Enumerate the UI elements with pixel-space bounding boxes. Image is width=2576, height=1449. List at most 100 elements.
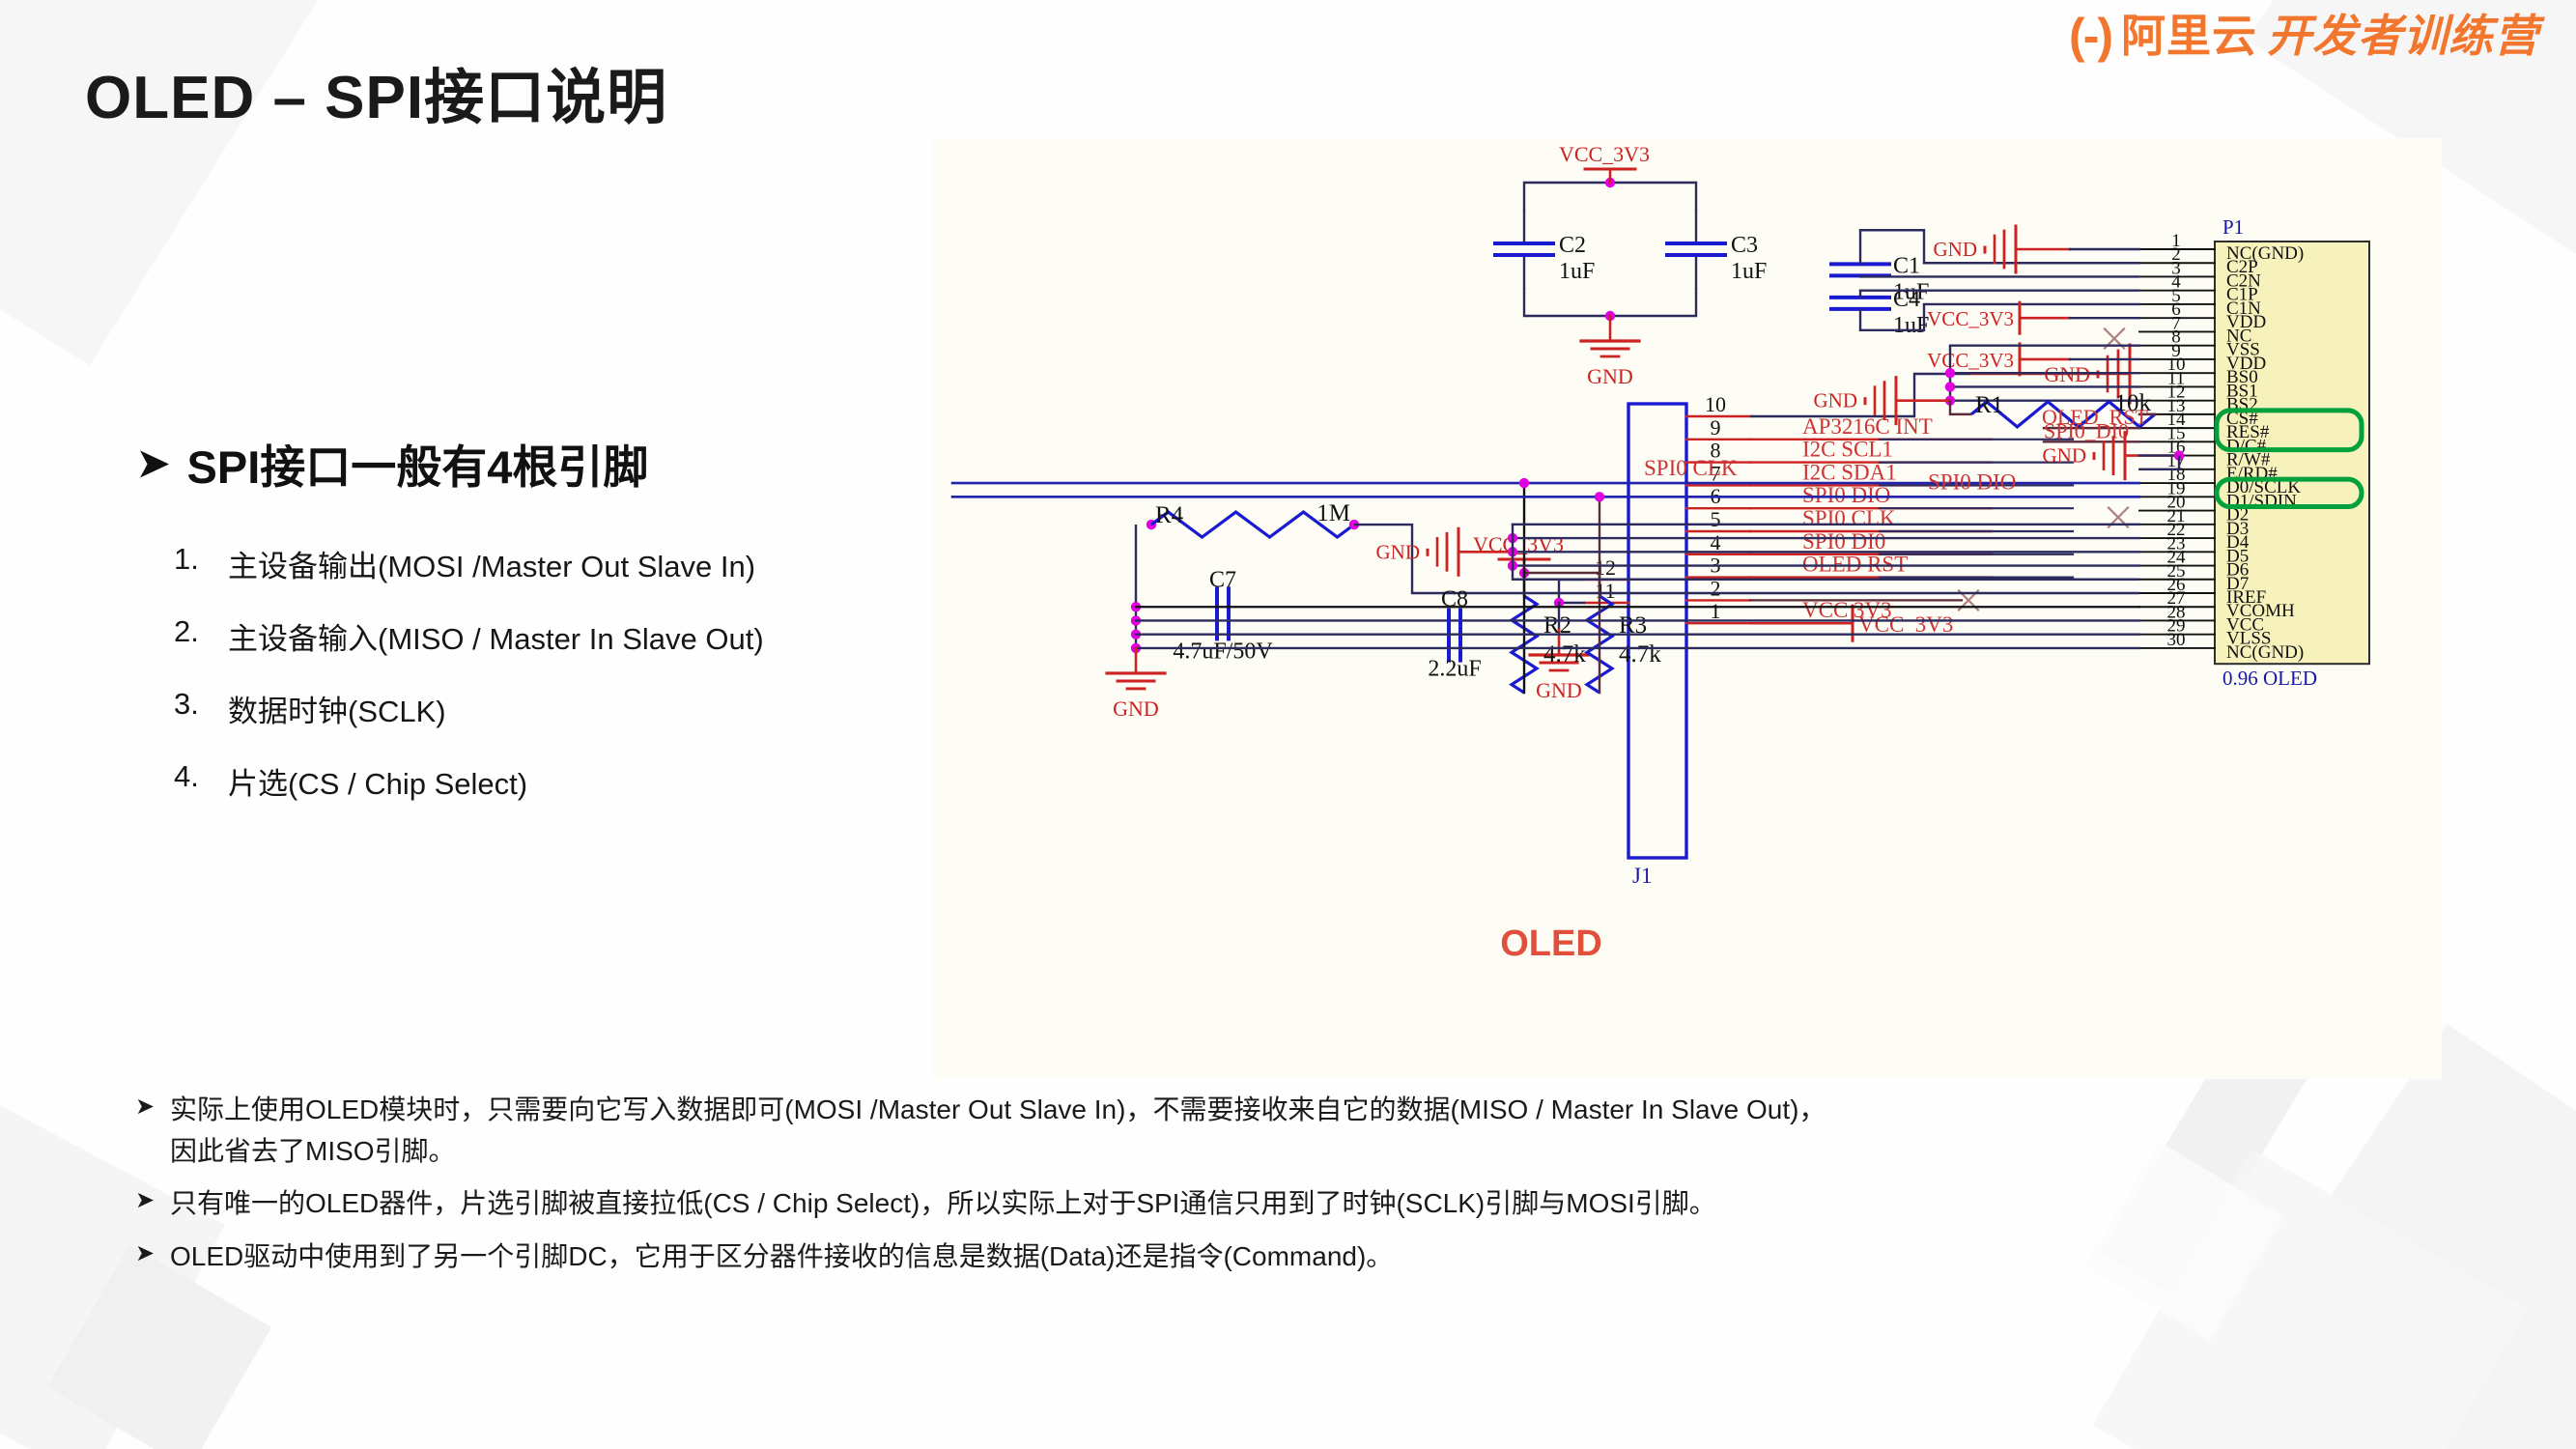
spi-pin-list: 1. 主设备输出(MOSI /Master Out Slave In) 2. 主…: [135, 542, 966, 832]
arrow-bullet-icon: ➤: [135, 1187, 156, 1214]
p1-pin-name: D0/SCLK: [2226, 477, 2301, 497]
p1-pin-name: IREF: [2226, 587, 2266, 608]
p1-pin-number: 28: [2167, 602, 2186, 622]
resistor-ref: R4: [1155, 502, 1184, 528]
lead-bullet: ➤ SPI接口一般有4根引脚: [137, 430, 648, 497]
note-text: OLED驱动中使用到了另一个引脚DC，它用于区分器件接收的信息是数据(Data)…: [170, 1240, 1394, 1271]
power-label: VCC_3V3: [1858, 612, 1953, 637]
net-label: OLED RST: [1802, 553, 1908, 577]
brand-logo: (-) 阿里云 开发者训练营: [2069, 12, 2539, 60]
net-label: AP3216C INT: [1802, 414, 1933, 439]
p1-pin-name: VCOMH: [2226, 601, 2295, 621]
net-label: SPI0 DIO: [1802, 483, 1890, 507]
arrow-bullet-icon: ➤: [135, 1094, 156, 1120]
p1-pin-name: CS#: [2226, 409, 2258, 429]
list-item-label: 数据时钟(SCLK): [228, 695, 446, 728]
brand-name: 阿里云: [2121, 11, 2257, 61]
p1-pin-name: D7: [2226, 574, 2249, 594]
gnd-route: [1557, 578, 1584, 603]
p1-pin-number: 11: [2167, 368, 2185, 388]
p1-pin-name: C1P: [2226, 285, 2258, 305]
p1-pin-number: 29: [2167, 616, 2186, 637]
oled-caption: OLED: [1500, 923, 1602, 964]
p1-pin-number: 27: [2167, 588, 2186, 609]
list-item: 4. 片选(CS / Chip Select): [174, 759, 966, 803]
cap-value: 1uF: [1893, 279, 1929, 304]
cap-value: 4.7uF/50V: [1173, 639, 1273, 664]
p1-body: [2214, 241, 2370, 666]
highlight-box-sclk-sdin: [2214, 476, 2364, 510]
gnd-route: [1750, 372, 1970, 418]
p1-pin-name: D6: [2226, 560, 2249, 581]
cap-ref: C3: [1731, 233, 1758, 258]
net-label: I2C SDA1: [1802, 460, 1897, 484]
list-item-label: 片选(CS / Chip Select): [228, 767, 528, 801]
list-item: 1. 主设备输出(MOSI /Master Out Slave In): [174, 542, 966, 585]
power-label: VCC_3V3: [1927, 349, 2014, 372]
gnd-label: GND: [1587, 364, 1633, 388]
net-label: SPI0 CLK: [1802, 506, 1896, 530]
p1-pin-name: NC: [2226, 326, 2251, 346]
resistor-value: 10k: [2115, 390, 2152, 416]
junction-dot: [1518, 477, 1530, 489]
j1-pin-number: 8: [1711, 439, 1721, 463]
gnd-label: GND: [1376, 540, 1421, 563]
wire: [1858, 275, 2139, 278]
cap-ref: C2: [1559, 233, 1586, 258]
j1-pin-number: 4: [1711, 530, 1721, 554]
p1-pin-number: 14: [2167, 410, 2187, 430]
gnd-label: GND: [1934, 238, 1978, 261]
junction-dot: [2173, 450, 2185, 461]
wire: [1858, 229, 1926, 265]
net-label: SPI0_DI0: [2044, 418, 2129, 442]
p1-pin-name: VSS: [2226, 340, 2260, 360]
note-item: ➤ 只有唯一的OLED器件，片选引脚被直接拉低(CS / Chip Select…: [135, 1183, 1835, 1225]
notes-block: ➤ 实际上使用OLED模块时，只需要向它写入数据即可(MOSI /Master …: [135, 1090, 1835, 1289]
j1-pin-number: 1: [1711, 599, 1721, 623]
p1-pin-number: 2: [2171, 244, 2181, 265]
p1-pin-number: 24: [2167, 548, 2187, 568]
j1-pin-number: 9: [1711, 415, 1721, 440]
p1-pin-number: 19: [2167, 478, 2186, 498]
p1-pin-number: 8: [2171, 327, 2181, 348]
junction-dot: [1944, 382, 1956, 392]
gnd-label: GND: [1536, 678, 1582, 702]
cap-ref: C7: [1209, 567, 1236, 592]
p1-pin-name: D5: [2226, 546, 2249, 566]
p1-pin-number: 21: [2167, 506, 2186, 526]
decor-shape: [2092, 1149, 2529, 1449]
wire: [1858, 289, 2139, 298]
p1-pin-number: 5: [2171, 286, 2181, 306]
resistor-value: 4.7k: [1619, 641, 1661, 668]
p1-pin-number: 4: [2171, 272, 2181, 293]
wire: [1948, 400, 1971, 416]
p1-pin-number: 26: [2167, 575, 2186, 595]
j1-body: [1627, 402, 1688, 860]
net-label: SPI0 DI0: [1802, 529, 1885, 554]
j1-pin-number: 12: [1595, 555, 1616, 580]
net-label: VCC 3V3: [1802, 598, 1892, 622]
p1-pin-number: 30: [2167, 630, 2186, 650]
highlight-box-cs-res-dc: [2214, 408, 2364, 453]
p1-pin-name: D2: [2226, 505, 2249, 526]
arrow-bullet-icon: ➤: [137, 441, 170, 485]
p1-pin-number: 23: [2167, 533, 2186, 554]
p1-pin-number: 1: [2171, 231, 2181, 251]
cap-value: 2.2uF: [1428, 657, 1481, 682]
net-label: SPI0 CLK: [1644, 456, 1738, 480]
p1-pin-name: VDD: [2226, 312, 2266, 332]
junction-dot: [1594, 492, 1605, 502]
junction-dot: [1944, 367, 1956, 379]
resistor-body: [1969, 399, 2157, 429]
j1-pin-number: 2: [1711, 576, 1721, 600]
note-text: 实际上使用OLED模块时，只需要向它写入数据即可(MOSI /Master Ou…: [170, 1094, 1826, 1166]
note-item: ➤ OLED驱动中使用到了另一个引脚DC，它用于区分器件接收的信息是数据(Dat…: [135, 1236, 1835, 1278]
list-item: 3. 数据时钟(SCLK): [174, 687, 966, 730]
p1-pin-name: RES#: [2226, 422, 2270, 442]
p1-pin-name: BS1: [2226, 381, 2258, 401]
list-item-number: 3.: [174, 687, 199, 721]
brand-subtitle: 开发者训练营: [2267, 11, 2539, 61]
j1-pin-number: 7: [1711, 461, 1721, 485]
